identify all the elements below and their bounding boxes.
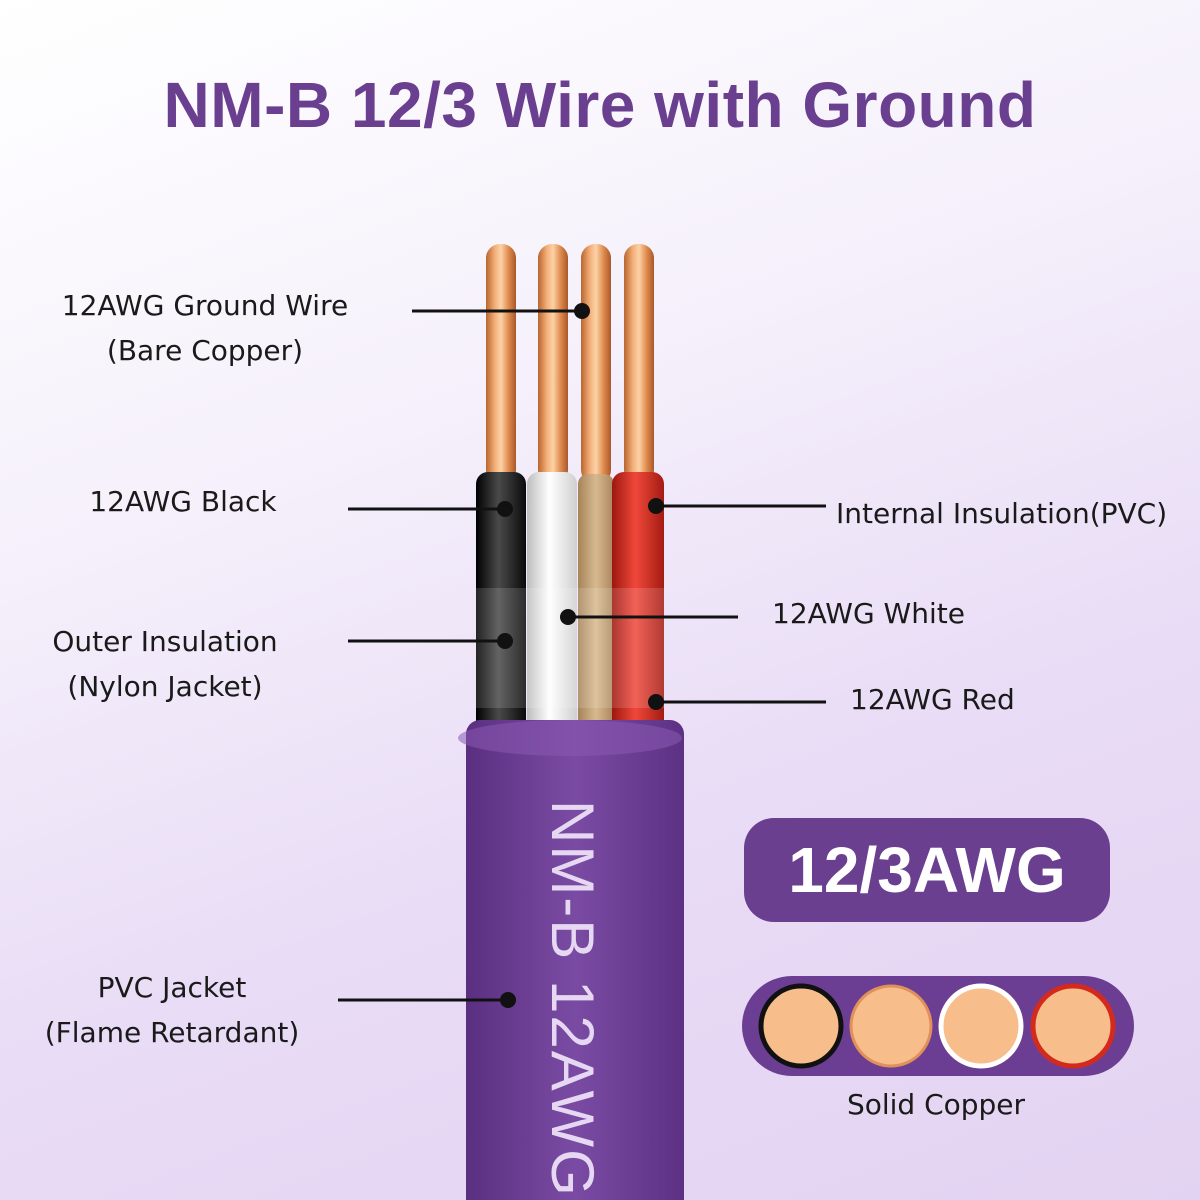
label-red-line1: 12AWG Red [850, 683, 1015, 716]
label-ground-wire: 12AWG Ground Wire (Bare Copper) [40, 284, 370, 374]
cross-section-black [758, 983, 844, 1069]
leader-red-dot [648, 694, 664, 710]
purple-jacket [458, 720, 684, 1200]
page-title: NM-B 12/3 Wire with Ground [163, 69, 1037, 141]
cross-section-ground [849, 984, 933, 1068]
leader-pvc-dot [500, 992, 516, 1008]
label-black-line1: 12AWG Black [89, 485, 277, 518]
black-wire [476, 472, 526, 762]
copper-conductor-red [624, 244, 654, 484]
leader-lines [338, 303, 826, 1008]
leader-internal-dot [648, 498, 664, 514]
label-black: 12AWG Black [58, 480, 308, 525]
copper-conductor-black [486, 244, 516, 484]
jacket-print: NM-B 12AWG [539, 800, 606, 1198]
cross-section-caption: Solid Copper [846, 1088, 1026, 1121]
leader-outer-dot [497, 633, 513, 649]
cross-section-white [938, 983, 1024, 1069]
leader-white-dot [560, 609, 576, 625]
white-wire [527, 472, 577, 762]
copper-conductor-white [538, 244, 568, 484]
cross-section [742, 976, 1134, 1076]
label-ground-wire-line1: 12AWG Ground Wire [61, 289, 349, 322]
jacket-opening [458, 720, 682, 756]
label-white-line1: 12AWG White [772, 597, 965, 630]
leader-ground-dot [574, 303, 590, 319]
label-red: 12AWG Red [850, 678, 1015, 723]
cross-section-red [1030, 983, 1116, 1069]
copper-conductors [486, 244, 654, 484]
cross-section-jacket [742, 976, 1134, 1076]
leader-black-dot [497, 501, 513, 517]
label-white: 12AWG White [772, 592, 965, 637]
label-ground-wire-line2: (Bare Copper) [106, 333, 304, 367]
label-internal-insulation: Internal Insulation(PVC) [836, 492, 1167, 537]
label-outer-insulation-line1: Outer Insulation [52, 625, 278, 658]
label-pvc-jacket-line2: (Flame Retardant) [44, 1015, 300, 1049]
label-pvc-jacket: PVC Jacket (Flame Retardant) [34, 966, 310, 1056]
label-pvc-jacket-line1: PVC Jacket [97, 971, 247, 1004]
insulated-wires [476, 472, 664, 762]
label-outer-insulation-line2: (Nylon Jacket) [67, 669, 263, 703]
copper-conductor-ground [581, 244, 611, 484]
label-outer-insulation: Outer Insulation (Nylon Jacket) [34, 620, 296, 710]
label-internal-insulation-line1: Internal Insulation(PVC) [836, 497, 1168, 530]
jacket-body [466, 720, 684, 1200]
gauge-badge: 12/3AWG [744, 818, 1110, 922]
